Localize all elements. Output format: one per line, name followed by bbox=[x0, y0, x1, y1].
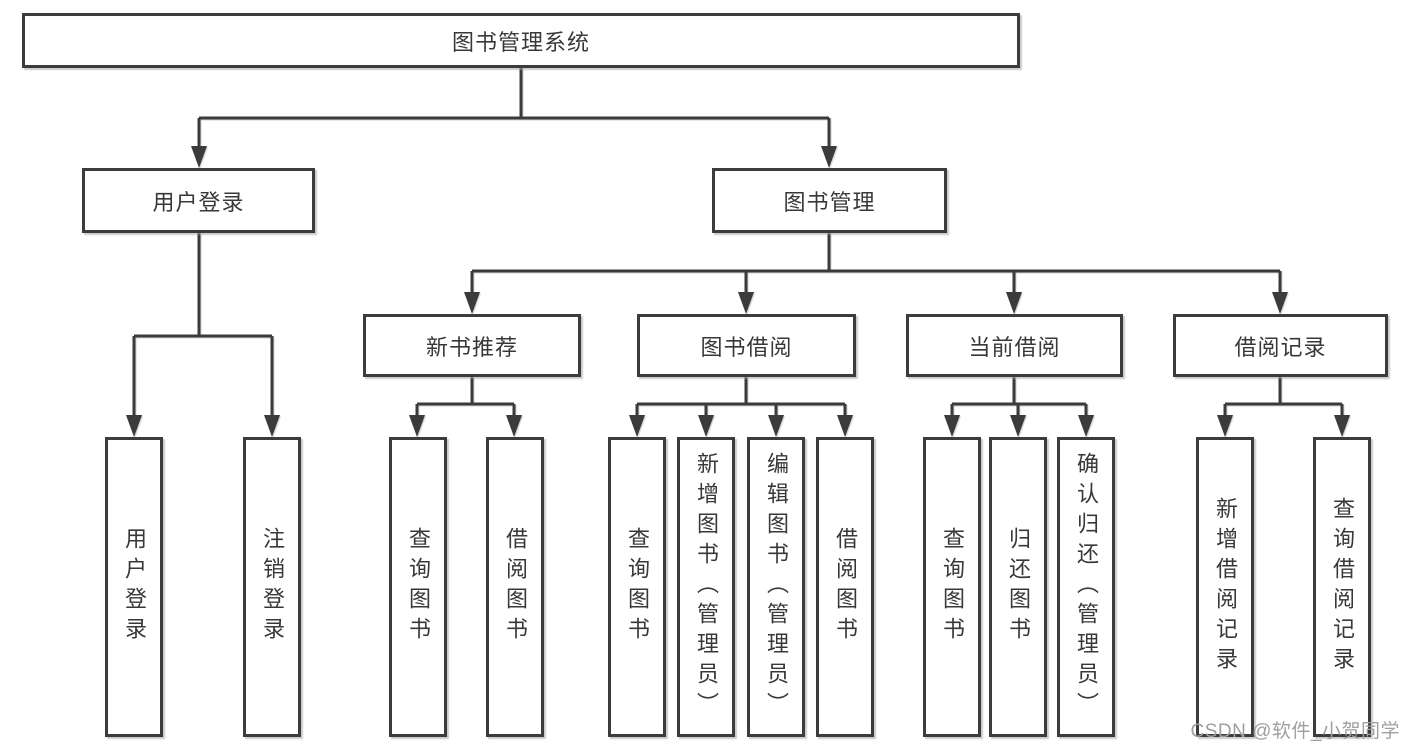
arrow-down-icon bbox=[1334, 415, 1350, 437]
node-borrow-records: 借阅记录 bbox=[1173, 314, 1388, 377]
leaf-confirm-return-admin-label: 确认归还（管理员） bbox=[1074, 452, 1099, 722]
arrow-down-icon bbox=[1078, 415, 1094, 437]
arrow-down-icon bbox=[837, 415, 853, 437]
node-user-login-label: 用户登录 bbox=[152, 189, 245, 215]
arrow-down-icon bbox=[1217, 415, 1233, 437]
arrow-down-icon bbox=[1006, 292, 1022, 314]
leaf-add-borrow-record-label: 新增借阅记录 bbox=[1213, 497, 1238, 677]
arrow-down-icon bbox=[1272, 292, 1288, 314]
arrow-down-icon bbox=[821, 146, 837, 168]
leaf-logout-label: 注销登录 bbox=[260, 527, 285, 647]
node-new-book-recommend: 新书推荐 bbox=[363, 314, 581, 377]
node-book-borrow-label: 图书借阅 bbox=[700, 334, 793, 360]
arrow-down-icon bbox=[464, 292, 480, 314]
csdn-watermark: CSDN @软件_小贺同学 bbox=[1190, 721, 1400, 742]
edge-borrow-records-children bbox=[1223, 377, 1344, 417]
arrow-down-icon bbox=[768, 415, 784, 437]
node-current-borrow: 当前借阅 bbox=[906, 314, 1123, 377]
arrow-down-icon bbox=[264, 415, 280, 437]
leaf-confirm-return-admin: 确认归还（管理员） bbox=[1057, 437, 1115, 737]
leaf-return-books-label: 归还图书 bbox=[1006, 527, 1031, 647]
leaf-query-books-3: 查询图书 bbox=[923, 437, 981, 737]
node-library-system: 图书管理系统 bbox=[22, 13, 1020, 68]
leaf-edit-books-admin: 编辑图书（管理员） bbox=[747, 437, 805, 737]
edge-current-borrow-children bbox=[950, 377, 1088, 417]
arrow-down-icon bbox=[698, 415, 714, 437]
node-borrow-records-label: 借阅记录 bbox=[1234, 334, 1327, 360]
node-book-management-label: 图书管理 bbox=[783, 189, 876, 215]
leaf-query-borrow-record-label: 查询借阅记录 bbox=[1330, 497, 1355, 677]
edge-book-management-children bbox=[470, 233, 1282, 294]
leaf-query-books-3-label: 查询图书 bbox=[940, 527, 965, 647]
node-user-login: 用户登录 bbox=[82, 168, 315, 233]
leaf-add-borrow-record: 新增借阅记录 bbox=[1196, 437, 1254, 737]
leaf-edit-books-admin-label: 编辑图书（管理员） bbox=[764, 452, 789, 722]
leaf-return-books: 归还图书 bbox=[989, 437, 1047, 737]
leaf-borrow-books-1: 借阅图书 bbox=[486, 437, 544, 737]
leaf-borrow-books-1-label: 借阅图书 bbox=[503, 527, 528, 647]
arrow-down-icon bbox=[126, 415, 142, 437]
leaf-query-books-2: 查询图书 bbox=[608, 437, 666, 737]
node-book-management: 图书管理 bbox=[712, 168, 947, 233]
node-book-borrow: 图书借阅 bbox=[637, 314, 856, 377]
leaf-borrow-books-2: 借阅图书 bbox=[816, 437, 874, 737]
arrow-down-icon bbox=[506, 415, 522, 437]
leaf-query-borrow-record: 查询借阅记录 bbox=[1313, 437, 1371, 737]
edge-user-login-children bbox=[132, 233, 274, 417]
arrow-down-icon bbox=[629, 415, 645, 437]
leaf-logout: 注销登录 bbox=[243, 437, 301, 737]
leaf-user-login-label: 用户登录 bbox=[122, 527, 147, 647]
leaf-user-login: 用户登录 bbox=[105, 437, 163, 737]
leaf-add-books-admin: 新增图书（管理员） bbox=[677, 437, 735, 737]
node-new-book-recommend-label: 新书推荐 bbox=[425, 334, 518, 360]
node-library-system-label: 图书管理系统 bbox=[451, 29, 590, 55]
leaf-query-books-1-label: 查询图书 bbox=[406, 527, 431, 647]
node-current-borrow-label: 当前借阅 bbox=[968, 334, 1061, 360]
leaf-add-books-admin-label: 新增图书（管理员） bbox=[694, 452, 719, 722]
edge-root-to-level2 bbox=[197, 68, 831, 148]
arrow-down-icon bbox=[1010, 415, 1026, 437]
leaf-query-books-1: 查询图书 bbox=[389, 437, 447, 737]
edge-book-borrow-children bbox=[635, 377, 847, 417]
arrow-down-icon bbox=[738, 292, 754, 314]
arrow-down-icon bbox=[191, 146, 207, 168]
arrowheads bbox=[126, 146, 1350, 437]
arrow-down-icon bbox=[944, 415, 960, 437]
edge-new-books-children bbox=[415, 377, 516, 417]
leaf-query-books-2-label: 查询图书 bbox=[625, 527, 650, 647]
arrow-down-icon bbox=[409, 415, 425, 437]
leaf-borrow-books-2-label: 借阅图书 bbox=[833, 527, 858, 647]
